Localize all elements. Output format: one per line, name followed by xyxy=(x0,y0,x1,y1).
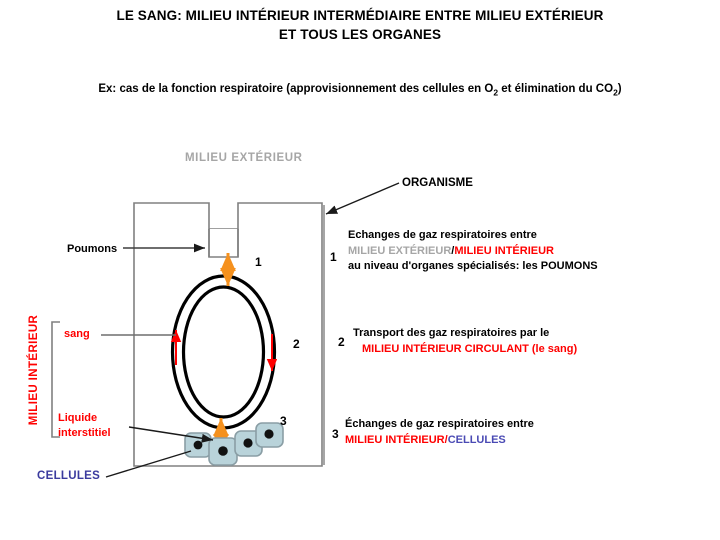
diagram-number-1: 1 xyxy=(255,255,262,269)
explanation-number-2: 2 xyxy=(338,335,345,349)
explanation-1-milieu-interieur: MILIEU INTÉRIEUR xyxy=(454,244,554,257)
subtitle-subscript-2: 2 xyxy=(613,87,618,98)
diagram-number-2: 2 xyxy=(293,337,300,351)
cell-2 xyxy=(208,437,238,466)
organisme-leader-line xyxy=(325,182,400,215)
subtitle-part-1: Ex: cas de la fonction respiratoire (app… xyxy=(98,83,494,95)
explanation-3-line-1: Échanges de gaz respiratoires entre xyxy=(345,418,534,430)
vessel-inner-ring xyxy=(181,285,266,419)
liquide-interstitiel-line-1: Liquide xyxy=(58,412,98,424)
subtitle-subscript-1: 2 xyxy=(493,87,499,98)
explanation-1-line-2: MILIEU EXTÉRIEUR/MILIEU INTÉRIEUR xyxy=(348,244,598,260)
explanation-2-line-2: MILIEU INTÉRIEUR CIRCULANT (le sang) xyxy=(362,342,578,355)
page-title: LE SANG: MILIEU INTÉRIEUR INTERMÉDIAIRE … xyxy=(0,6,720,44)
explanation-2-line-1: Transport des gaz respiratoires par le xyxy=(353,327,550,339)
cell-3 xyxy=(234,430,263,457)
cell-group xyxy=(184,422,284,466)
liquide-interstitiel-label: Liquide interstitiel xyxy=(58,411,128,441)
cellules-label: CELLULES xyxy=(37,470,101,482)
poumons-label: Poumons xyxy=(67,243,118,255)
explanation-3-separator: / xyxy=(444,433,448,446)
explanation-3-line-2: MILIEU INTÉRIEUR/CELLULES xyxy=(345,433,534,449)
explanation-1-milieu-exterieur: MILIEU EXTÉRIEUR xyxy=(348,244,452,257)
subtitle-part-3: ) xyxy=(617,83,622,95)
page-title-line-2: ET TOUS LES ORGANES xyxy=(278,27,442,42)
explanation-number-3: 3 xyxy=(332,427,339,441)
diagram-number-3: 3 xyxy=(280,414,287,428)
liquide-interstitiel-leader-line xyxy=(128,426,214,443)
explanation-text-1: Echanges de gaz respiratoires entre MILI… xyxy=(348,228,598,275)
explanation-3-cellules: CELLULES xyxy=(447,433,506,446)
cell-4 xyxy=(255,422,284,448)
explanation-number-1: 1 xyxy=(330,250,337,264)
cell-1 xyxy=(184,432,212,458)
milieu-interieur-vertical-label: MILIEU INTÉRIEUR xyxy=(28,314,40,426)
cellules-leader-line xyxy=(105,450,192,478)
explanation-text-2: Transport des gaz respiratoires par le M… xyxy=(353,326,577,357)
subtitle-part-2: et élimination du CO xyxy=(498,83,614,95)
liquide-interstitiel-line-2: interstitiel xyxy=(58,427,111,439)
poumons-box xyxy=(208,229,239,258)
organisme-label: ORGANISME xyxy=(402,177,473,189)
vessel-outer-ring xyxy=(170,274,277,430)
organisme-boundary xyxy=(133,202,323,467)
explanation-1-line-1: Echanges de gaz respiratoires entre xyxy=(348,229,537,241)
page-subtitle: Ex: cas de la fonction respiratoire (app… xyxy=(0,82,720,100)
milieu-exterieur-label: MILIEU EXTÉRIEUR xyxy=(185,152,303,164)
explanation-3-milieu-interieur: MILIEU INTÉRIEUR xyxy=(345,433,445,446)
page-title-line-1: LE SANG: MILIEU INTÉRIEUR INTERMÉDIAIRE … xyxy=(116,8,604,23)
explanation-1-line-3: au niveau d'organes spécialisés: les POU… xyxy=(348,260,598,272)
explanation-text-3: Échanges de gaz respiratoires entre MILI… xyxy=(345,417,534,448)
sang-label: sang xyxy=(64,328,90,340)
poumons-box-sides xyxy=(208,229,239,257)
explanation-1-separator: / xyxy=(451,244,455,257)
